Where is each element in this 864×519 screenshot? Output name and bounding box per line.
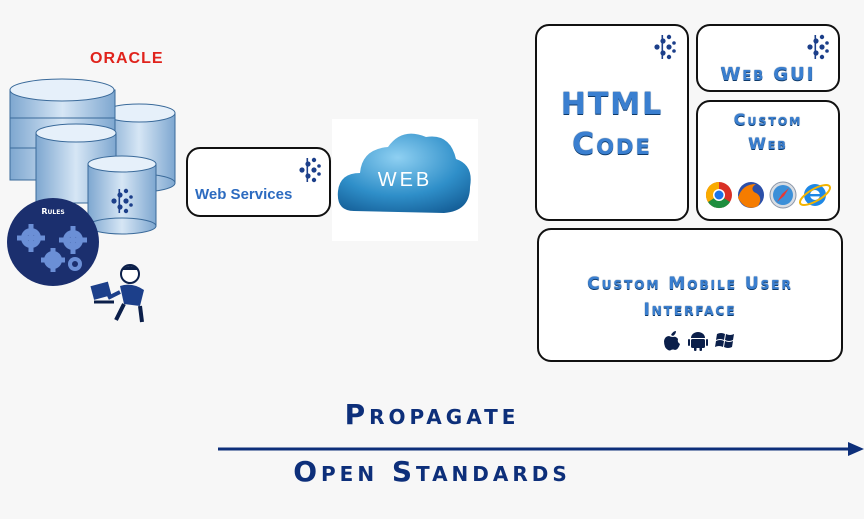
- logo-mark-icon: [299, 157, 321, 183]
- web-services-box: Web Services: [186, 147, 331, 217]
- windows-icon: [715, 333, 734, 348]
- custom-web-line1: Custom: [733, 110, 803, 129]
- propagate-label: Propagate: [344, 398, 520, 431]
- gears-icon: [17, 224, 87, 272]
- html-code-box: HTML Code: [535, 24, 689, 221]
- html-code-line1: HTML: [560, 87, 664, 122]
- person-at-computer-icon: [90, 264, 144, 323]
- logo-mark-icon: [807, 34, 829, 60]
- chrome-icon: [705, 181, 732, 209]
- mobile-os-icons: [664, 331, 734, 351]
- browser-icons: [705, 181, 832, 209]
- cloud-label: WEB: [377, 169, 433, 191]
- safari-icon: [769, 181, 797, 209]
- custom-web-box: Custom Web: [696, 100, 840, 221]
- custom-web-line2: Web: [748, 134, 788, 153]
- apple-icon: [664, 331, 680, 351]
- oracle-logo: ORACLE: [90, 50, 164, 67]
- rules-label: Rules: [41, 207, 65, 216]
- rules-badge: Rules: [7, 198, 99, 286]
- open-standards-label: Open Standards: [293, 455, 571, 488]
- logo-mark-icon: [654, 34, 676, 60]
- custom-mobile-line2: Interface: [643, 300, 737, 320]
- web-services-label: Web Services: [195, 186, 293, 203]
- html-code-line2: Code: [572, 127, 652, 162]
- android-icon: [688, 332, 708, 351]
- database-stack-icon: [9, 78, 176, 235]
- web-cloud-panel: WEB: [332, 119, 478, 241]
- ie-icon: [798, 184, 832, 206]
- custom-mobile-box: Custom Mobile User Interface: [537, 228, 843, 362]
- custom-mobile-line1: Custom Mobile User: [587, 274, 793, 294]
- cloud-icon: [337, 133, 471, 213]
- propagate-arrow: [218, 442, 864, 456]
- firefox-icon: [738, 182, 764, 208]
- web-gui-box: Web GUI: [696, 24, 840, 92]
- web-gui-label: Web GUI: [720, 64, 816, 85]
